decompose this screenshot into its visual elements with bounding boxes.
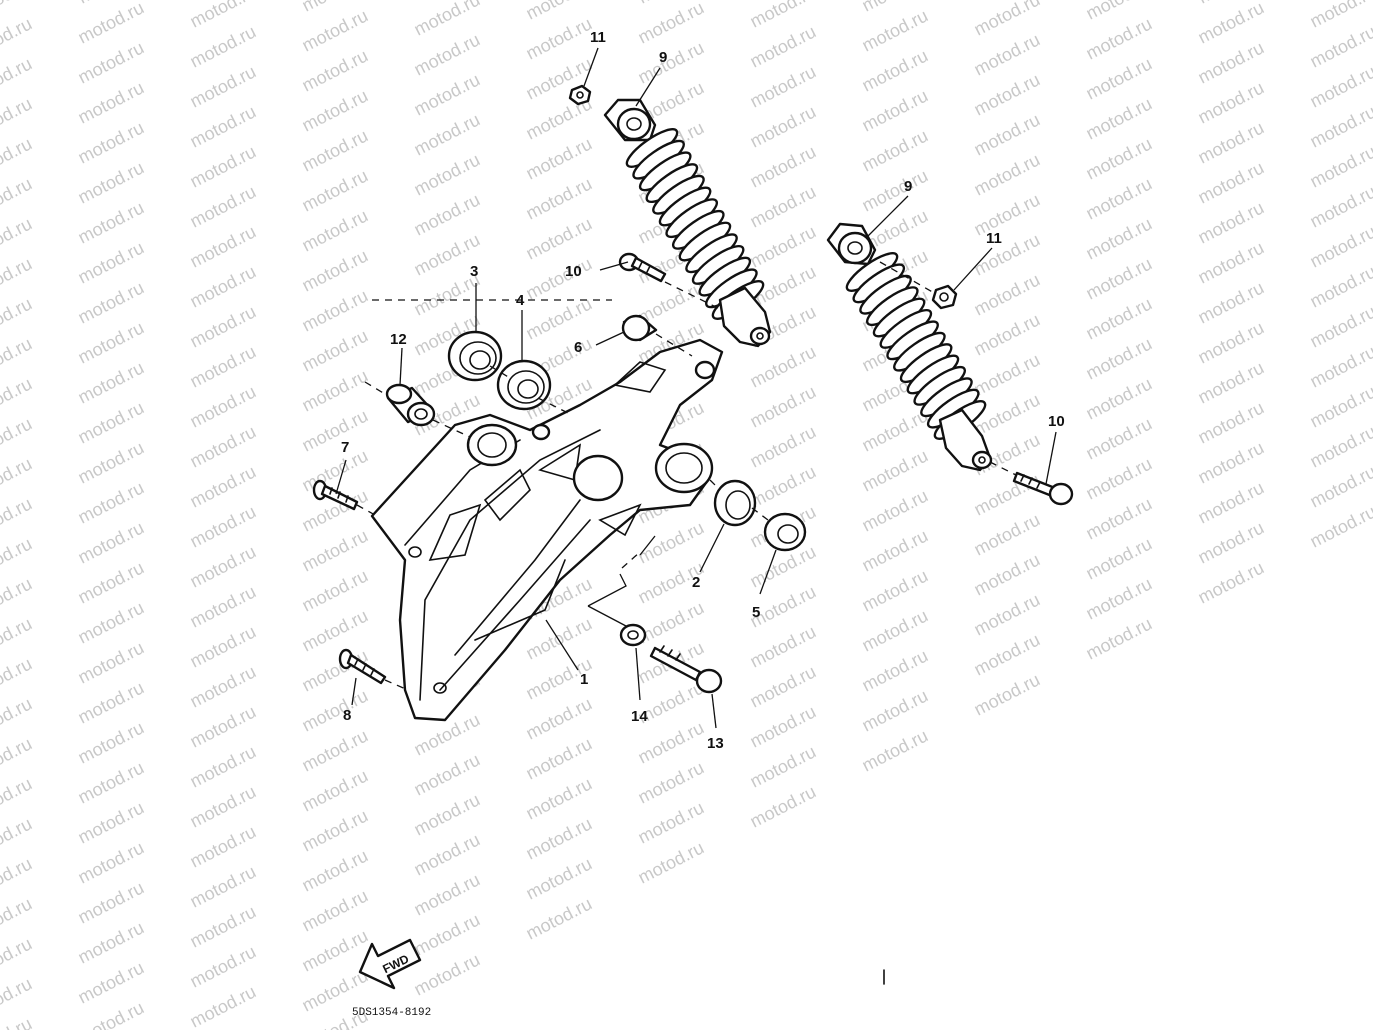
cap-5 <box>763 512 807 552</box>
callout-14: 14 <box>631 708 648 725</box>
callout-9-right: 9 <box>904 178 912 195</box>
bolt-8 <box>338 648 387 685</box>
watermark-text: motod.ru <box>0 93 35 143</box>
watermark-text: motod.ru <box>0 293 35 343</box>
collar-6 <box>621 314 658 342</box>
shock-absorber-right <box>826 222 993 472</box>
watermark-text: motod.ru <box>0 493 35 543</box>
washer-14 <box>619 623 647 647</box>
watermark-text: motod.ru <box>0 813 35 863</box>
watermark-text: motod.ru <box>0 173 35 223</box>
bolt-13 <box>649 645 723 694</box>
watermark-text: motod.ru <box>0 933 35 983</box>
watermark-text: motod.ru <box>0 333 35 383</box>
callout-12: 12 <box>390 331 407 348</box>
callouts: 11 9 10 3 4 6 12 7 8 9 11 10 2 5 1 14 13 <box>341 29 1065 752</box>
bolt-10-right <box>1012 471 1074 506</box>
watermark-text: motod.ru <box>0 533 35 583</box>
shock-absorber-left <box>603 98 772 348</box>
watermark-text: motod.ru <box>0 1013 35 1030</box>
watermark-text: motod.ru <box>0 253 35 303</box>
drawing-code: 5DS1354-8192 <box>352 1007 431 1019</box>
watermark-text: motod.ru <box>0 613 35 663</box>
callout-3: 3 <box>470 263 478 280</box>
callout-11-left: 11 <box>590 29 606 46</box>
watermark-text: motod.ru <box>0 373 35 423</box>
watermark-text: motod.ru <box>0 853 35 903</box>
bolt-10-left <box>618 252 667 283</box>
bolt-7 <box>312 479 359 511</box>
watermark-text: motod.ru <box>0 453 35 503</box>
watermark-text: motod.ru <box>0 733 35 783</box>
leader-lines <box>335 47 1057 729</box>
callout-8: 8 <box>343 707 351 724</box>
watermark-text: motod.ru <box>0 413 35 463</box>
rear-arm-bracket <box>370 338 724 722</box>
watermark-text: motod.ru <box>0 773 35 823</box>
oil-seal-2 <box>713 479 757 527</box>
callout-7: 7 <box>341 439 349 456</box>
watermark-text: motod.ru <box>0 53 35 103</box>
callout-5: 5 <box>752 604 760 621</box>
callout-10-left: 10 <box>565 263 582 280</box>
watermark-text: motod.ru <box>0 653 35 703</box>
callout-4: 4 <box>516 292 525 309</box>
callout-1: 1 <box>580 671 588 688</box>
callout-9-left: 9 <box>659 49 667 66</box>
bearing-3 <box>447 330 503 382</box>
watermark-text: motod.ru <box>0 13 35 63</box>
watermark-text: motod.ru <box>0 893 35 943</box>
nut-11-left <box>568 84 592 106</box>
callout-13: 13 <box>707 735 724 752</box>
callout-6: 6 <box>574 339 582 356</box>
bearing-4 <box>496 359 552 411</box>
watermark-text: motod.ru <box>0 133 35 183</box>
callout-11-right: 11 <box>986 230 1002 247</box>
fwd-arrow: FWD <box>358 938 422 990</box>
spacer-collar <box>385 383 436 427</box>
watermark-text: motod.ru <box>0 213 35 263</box>
spring-left <box>625 128 765 320</box>
callout-2: 2 <box>692 574 700 591</box>
watermark-text: motod.ru <box>0 693 35 743</box>
watermark-text: motod.ru <box>0 573 35 623</box>
watermark-text: motod.ru <box>0 973 35 1023</box>
nut-11-right <box>931 284 958 310</box>
callout-10-right: 10 <box>1048 413 1065 430</box>
